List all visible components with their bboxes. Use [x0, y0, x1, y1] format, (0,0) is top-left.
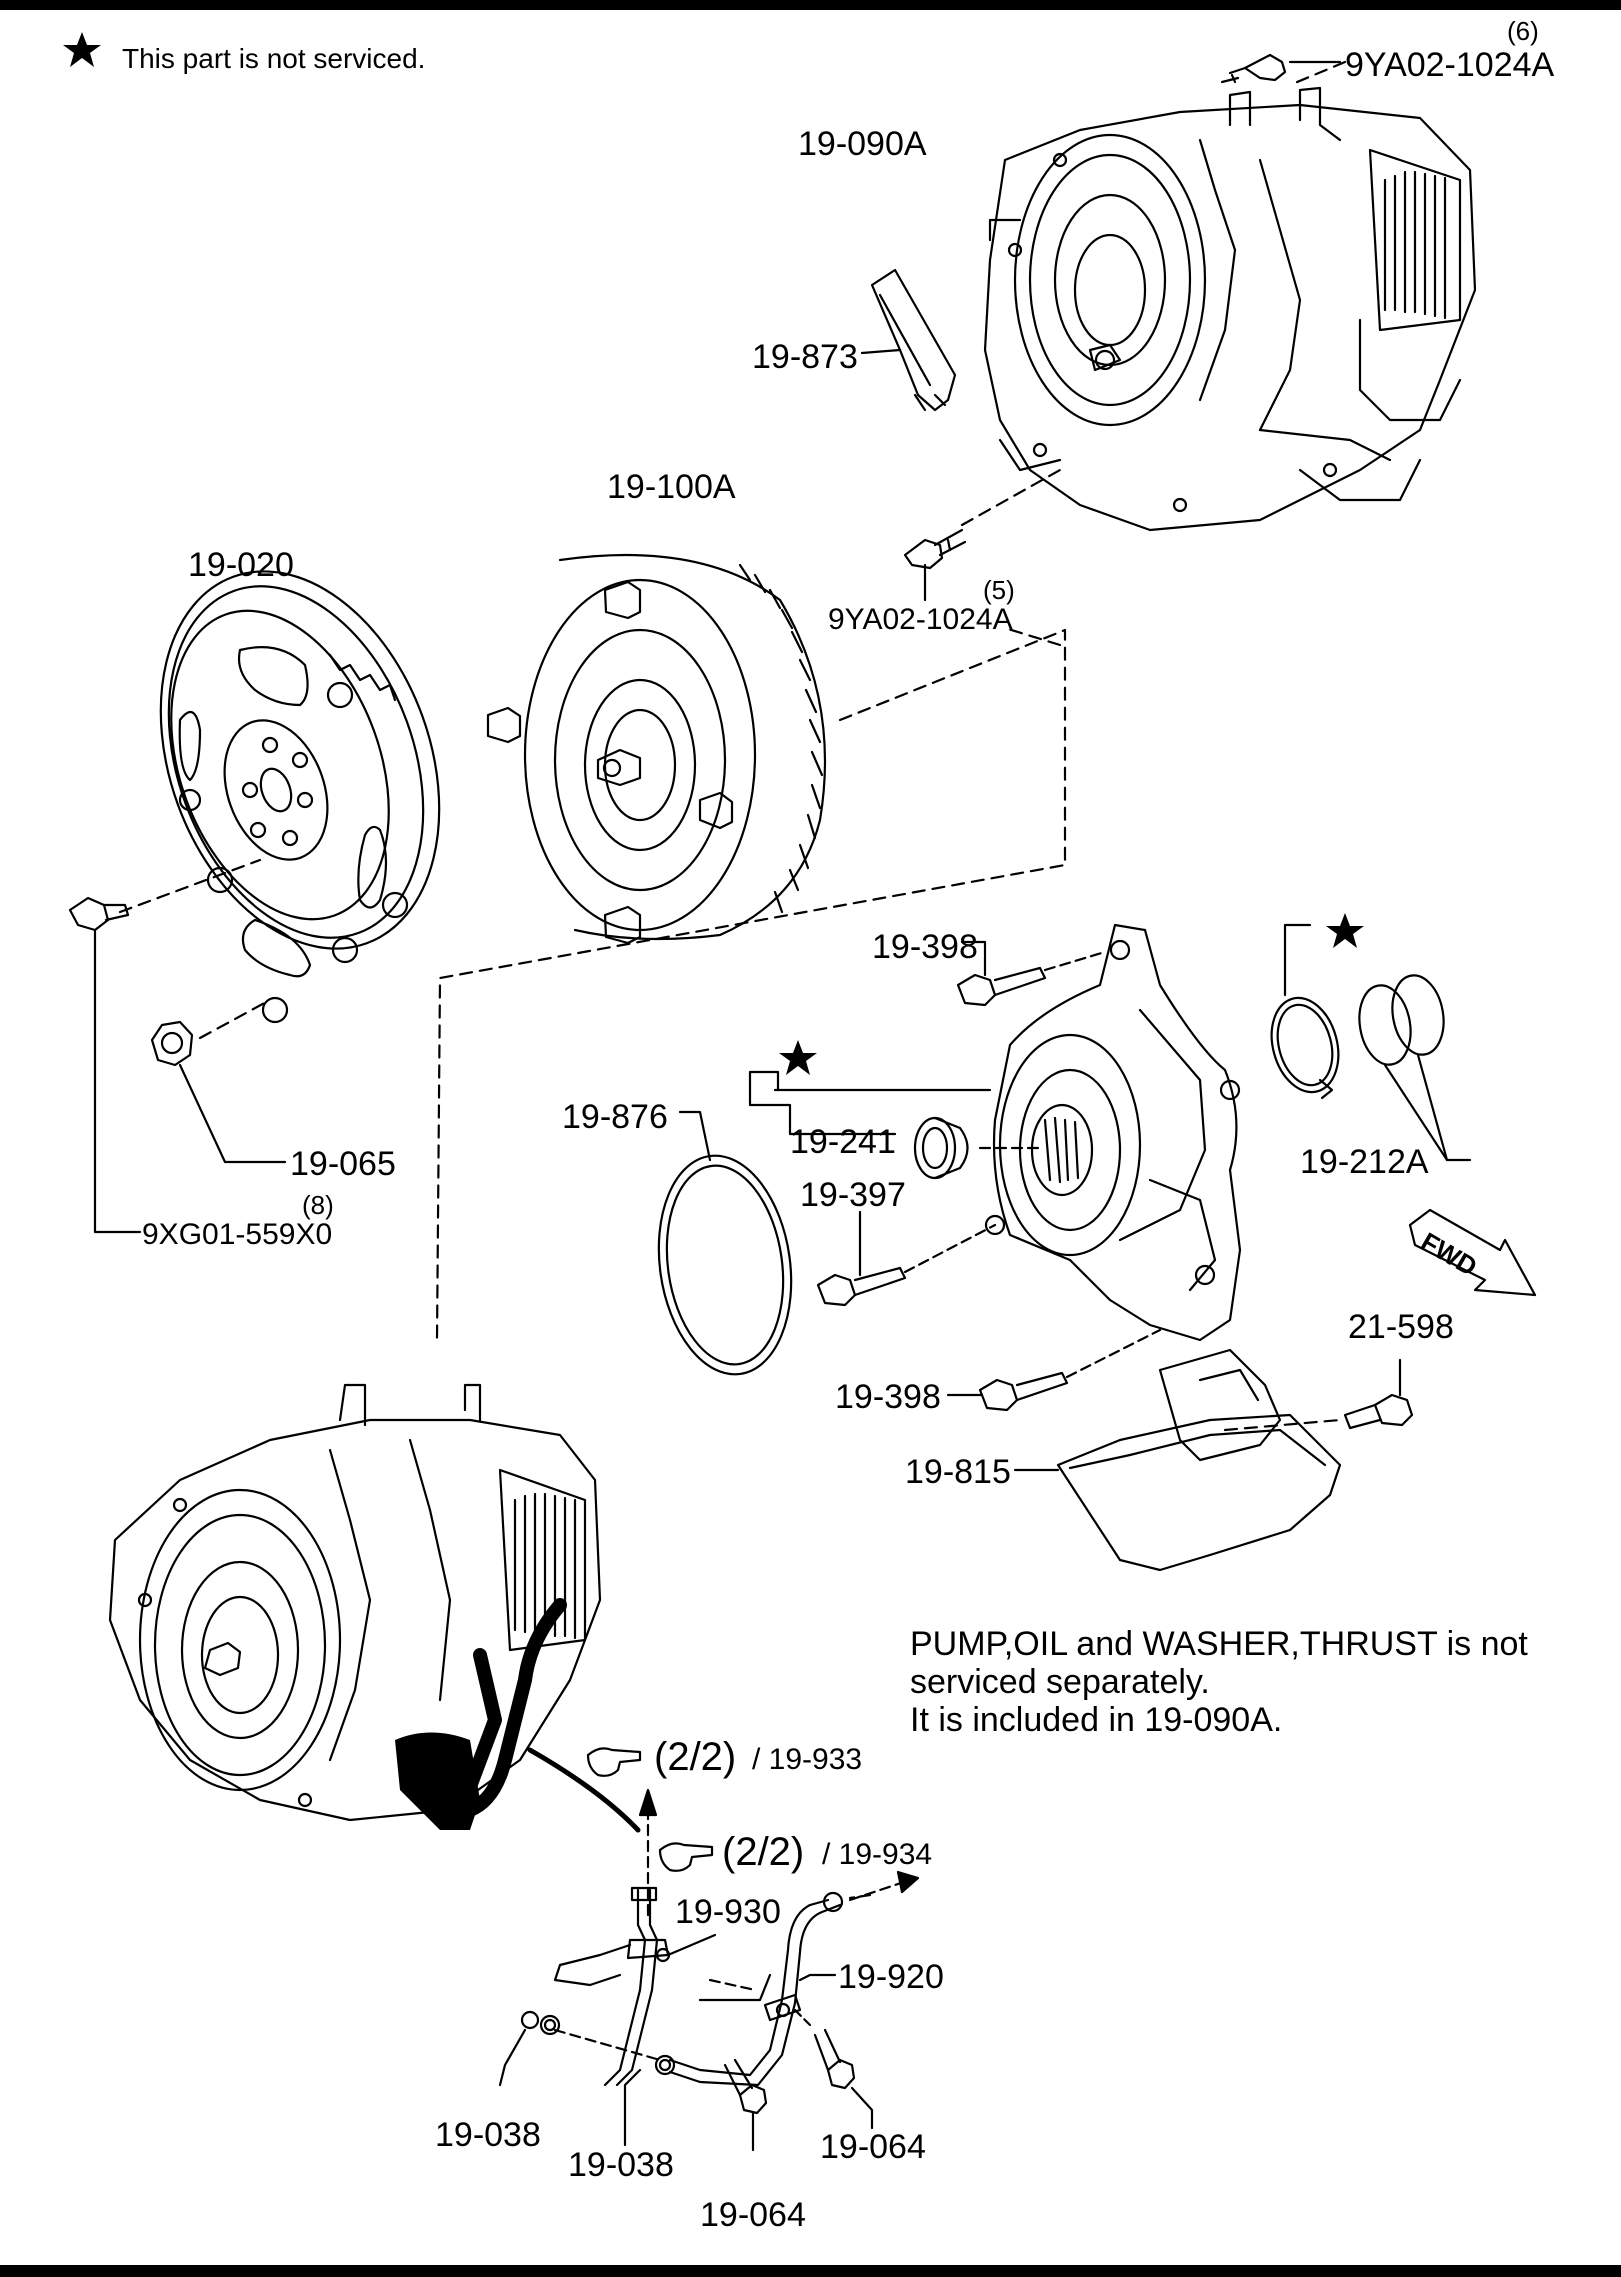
part-19-065-nut [150, 998, 287, 1164]
leader-dashed-lines [435, 60, 1347, 1432]
part-19-100a-torque-converter [486, 553, 827, 945]
label-21-598: 21-598 [1348, 1308, 1454, 1346]
label-19-873: 19-873 [752, 338, 858, 376]
bolt-9ya02-top [1220, 53, 1342, 84]
ref-19-933-page-link[interactable]: (2/2) [654, 1735, 737, 1779]
hand-pointer-icon-2 [658, 1842, 714, 1872]
fittings-19-038 [498, 1973, 772, 2147]
service-note: PUMP,OIL and WASHER,THRUST is not servic… [910, 1625, 1528, 1739]
label-19-920: 19-920 [838, 1958, 944, 1996]
bolt-9xg01 [68, 896, 142, 1234]
service-note-line-3: It is included in 19-090A. [910, 1701, 1283, 1739]
legend-text: This part is not serviced. [122, 43, 426, 74]
ref-19-933-label: / 19-933 [752, 1743, 863, 1776]
leader-flywheel-bolt [118, 858, 262, 914]
star-icon-rings [1326, 913, 1364, 948]
part-19-815-strainer [1013, 1348, 1342, 1572]
bolt-21-598 [1343, 1358, 1414, 1430]
label-19-020: 19-020 [188, 546, 294, 584]
ref-19-934-page-link[interactable]: (2/2) [722, 1830, 805, 1874]
part-19-876-o-ring [657, 1110, 793, 1376]
label-19-930: 19-930 [675, 1893, 781, 1931]
top-border [0, 0, 1621, 10]
label-19-398-upper: 19-398 [872, 928, 978, 966]
bolts-19-064 [723, 2008, 874, 2152]
label-9ya02-mid-qty: (5) [983, 575, 1015, 605]
label-19-064-right: 19-064 [820, 2128, 926, 2166]
leader-curve-to-pipes [527, 1747, 641, 1833]
label-9xg01-qty: (8) [302, 1190, 334, 1220]
bolt-19-398-lower [946, 1328, 1162, 1412]
label-19-090a: 19-090A [798, 125, 927, 163]
part-19-930-pipe [553, 1886, 717, 2087]
label-19-815: 19-815 [905, 1453, 1011, 1491]
label-19-241: 19-241 [790, 1123, 896, 1161]
transmission-assembly-top [983, 86, 1477, 532]
label-9ya02-top: 9YA02-1024A [1345, 46, 1555, 84]
bolt-19-398-upper [956, 940, 1107, 1007]
ref-19-934-label: / 19-934 [822, 1838, 933, 1871]
star-icon [63, 32, 101, 67]
transmission-assembly-bottom [108, 1383, 602, 1822]
part-19-020-flywheel [159, 570, 441, 1024]
label-19-065: 19-065 [290, 1145, 396, 1183]
fwd-arrow-icon [1408, 1208, 1537, 1297]
service-note-line-2: serviced separately. [910, 1663, 1210, 1701]
label-19-397: 19-397 [800, 1176, 906, 1214]
star-icon-pump [779, 1040, 817, 1075]
part-19-212a-rings [1270, 923, 1472, 1162]
label-9xg01: 9XG01-559X0 [142, 1218, 333, 1251]
part-19-241-seal [748, 1070, 1042, 1180]
bolt-9ya02-mid [903, 528, 967, 602]
label-19-212a: 19-212A [1300, 1143, 1429, 1181]
label-19-038-right: 19-038 [568, 2146, 674, 2184]
part-19-873-bracket [860, 268, 957, 412]
bottom-border [0, 2265, 1621, 2277]
label-19-038-left: 19-038 [435, 2116, 541, 2154]
service-note-line-1: PUMP,OIL and WASHER,THRUST is not [910, 1625, 1528, 1663]
bolt-19-397 [816, 1210, 997, 1307]
part-19-920-pipe [668, 1891, 872, 2087]
oil-pump-housing [984, 923, 1242, 1342]
label-19-100a: 19-100A [607, 468, 736, 506]
hand-pointer-icon-1 [586, 1747, 642, 1777]
pipe-highlight-blob [395, 1732, 480, 1830]
label-9ya02-mid: 9YA02-1024A [828, 603, 1013, 636]
label-19-876: 19-876 [562, 1098, 668, 1136]
label-9ya02-top-qty: (6) [1507, 16, 1539, 46]
label-19-064-bottom: 19-064 [700, 2196, 806, 2234]
label-19-398-lower: 19-398 [835, 1378, 941, 1416]
